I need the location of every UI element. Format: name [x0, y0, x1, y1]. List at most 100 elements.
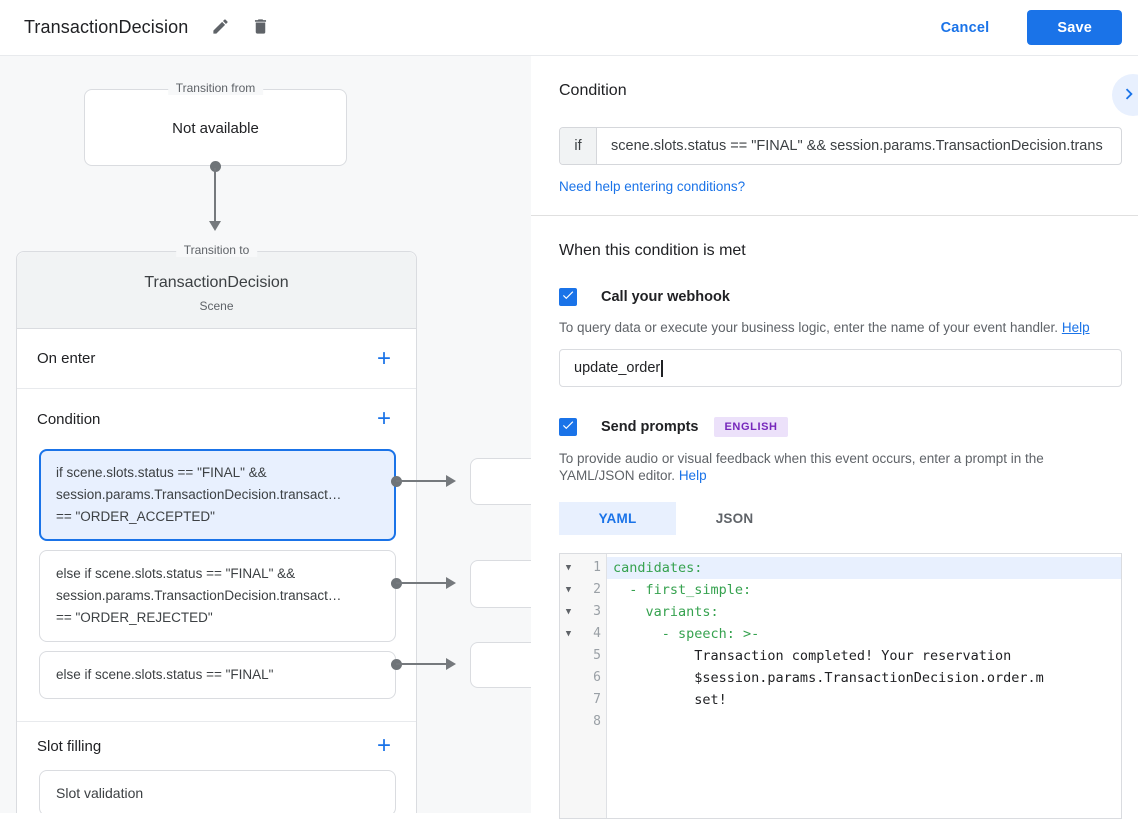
scene-flow-canvas: Transition from Not available Transition…	[0, 56, 531, 813]
line-number: 8	[593, 714, 601, 729]
condition-met-section: When this condition is met Call your web…	[531, 216, 1138, 819]
gutter-row: 3	[560, 601, 606, 623]
tab-json[interactable]: JSON	[676, 502, 793, 535]
checkmark-icon	[561, 288, 575, 307]
add-condition-button[interactable]: +	[372, 407, 396, 431]
prompts-helper-text: To provide audio or visual feedback when…	[559, 450, 1111, 484]
transition-arrowhead-icon	[209, 221, 221, 231]
condition-line: else if scene.slots.status == "FINAL" &&	[56, 566, 296, 581]
call-webhook-label: Call your webhook	[601, 289, 730, 305]
code-line: set!	[613, 692, 727, 708]
on-enter-label: On enter	[37, 350, 96, 367]
connector-line	[396, 480, 448, 482]
transition-target-box-1[interactable]	[470, 458, 531, 505]
slot-filling-section-header: Slot filling +	[17, 722, 416, 770]
transition-to-label: Transition to	[175, 243, 258, 257]
scene-card-header: TransactionDecision Scene	[17, 252, 416, 329]
editor-gutter: 1 2 3 4 5 6 7 8	[560, 554, 607, 818]
panel-condition-title: Condition	[559, 82, 627, 99]
condition-card-rejected[interactable]: else if scene.slots.status == "FINAL" &&…	[39, 550, 396, 642]
connector-line	[396, 663, 448, 665]
transition-target-box-3[interactable]	[470, 642, 531, 688]
condition-card-accepted[interactable]: if scene.slots.status == "FINAL" && sess…	[39, 449, 396, 541]
condition-expression-row: if scene.slots.status == "FINAL" && sess…	[559, 127, 1122, 165]
webhook-helper-body: To query data or execute your business l…	[559, 320, 1059, 335]
send-prompts-row: Send prompts ENGLISH	[559, 417, 1138, 437]
chevron-right-icon	[1118, 83, 1138, 108]
condition-expression-input[interactable]: scene.slots.status == "FINAL" && session…	[611, 138, 1103, 154]
text-caret	[661, 359, 663, 377]
prompts-helper-body: To provide audio or visual feedback when…	[559, 451, 1044, 483]
code-line	[607, 711, 1121, 733]
send-prompts-label: Send prompts	[601, 419, 699, 435]
trash-icon	[251, 17, 270, 39]
call-webhook-checkbox[interactable]	[559, 288, 577, 306]
code-line: $session.params.TransactionDecision.orde…	[613, 670, 1044, 686]
checkmark-icon	[561, 418, 575, 437]
line-number: 3	[593, 604, 601, 619]
conditions-help-link[interactable]: Need help entering conditions?	[559, 179, 746, 194]
transition-arrow-dot	[210, 161, 221, 172]
tab-yaml[interactable]: YAML	[559, 502, 676, 535]
webhook-help-link[interactable]: Help	[1061, 320, 1090, 335]
condition-section-label: Condition	[37, 410, 101, 428]
connector-arrowhead-icon	[446, 475, 456, 487]
cancel-button[interactable]: Cancel	[925, 12, 1006, 44]
connector-line	[396, 582, 448, 584]
panel-divider	[531, 215, 1138, 216]
condition-line: session.params.TransactionDecision.trans…	[56, 487, 342, 502]
add-slot-button[interactable]: +	[372, 734, 396, 758]
editor-code-area: candidates: - first_simple: variants: - …	[607, 554, 1121, 818]
prompts-help-link[interactable]: Help	[678, 468, 707, 483]
event-handler-value: update_order	[574, 360, 661, 376]
transition-target-box-2[interactable]	[470, 560, 531, 608]
condition-section-header: Condition +	[17, 389, 416, 449]
condition-line: session.params.TransactionDecision.trans…	[56, 588, 342, 603]
collapse-panel-button[interactable]	[1112, 74, 1138, 116]
if-prefix: if	[560, 128, 597, 164]
connector-arrowhead-icon	[446, 658, 456, 670]
gutter-row: 2	[560, 579, 606, 601]
condition-card-final[interactable]: else if scene.slots.status == "FINAL"	[39, 651, 396, 699]
gutter-row: 8	[560, 711, 606, 733]
delete-scene-button[interactable]	[242, 10, 278, 46]
yaml-editor[interactable]: 1 2 3 4 5 6 7 8 candidates: - first_simp…	[559, 553, 1122, 819]
code-line: - first_simple:	[613, 582, 752, 598]
slot-validation-card[interactable]: Slot validation	[39, 770, 396, 813]
line-number: 5	[593, 648, 601, 663]
transition-from-label: Transition from	[167, 81, 264, 95]
slot-filling-label: Slot filling	[37, 737, 102, 755]
scene-name: TransactionDecision	[144, 274, 289, 291]
gutter-row: 6	[560, 667, 606, 689]
editor-tabs: YAML JSON	[559, 502, 1138, 535]
condition-header-section: Condition if scene.slots.status == "FINA…	[531, 56, 1138, 196]
condition-line: == "ORDER_ACCEPTED"	[56, 509, 215, 524]
when-met-title: When this condition is met	[559, 242, 746, 259]
slot-validation-label: Slot validation	[56, 785, 144, 801]
line-number: 2	[593, 582, 601, 597]
add-on-enter-button[interactable]: +	[372, 346, 396, 371]
gutter-row: 7	[560, 689, 606, 711]
code-line: candidates:	[607, 557, 1121, 579]
fold-icon[interactable]	[560, 557, 577, 579]
condition-list: if scene.slots.status == "FINAL" && sess…	[17, 449, 416, 722]
scene-type: Scene	[199, 299, 234, 313]
send-prompts-checkbox[interactable]	[559, 418, 577, 436]
condition-editor-panel: Condition if scene.slots.status == "FINA…	[531, 56, 1138, 819]
event-handler-input[interactable]: update_order	[559, 349, 1122, 387]
save-button[interactable]: Save	[1027, 10, 1122, 45]
condition-line: else if scene.slots.status == "FINAL"	[56, 667, 274, 682]
gutter-row: 4	[560, 623, 606, 645]
line-number: 1	[593, 560, 601, 575]
condition-line: == "ORDER_REJECTED"	[56, 610, 213, 625]
fold-icon[interactable]	[560, 623, 577, 645]
code-line: Transaction completed! Your reservation	[613, 648, 1012, 664]
edit-title-button[interactable]	[202, 10, 238, 46]
fold-icon[interactable]	[560, 579, 577, 601]
code-line: - speech: >-	[613, 626, 760, 642]
line-number: 6	[593, 670, 601, 685]
pencil-icon	[211, 17, 230, 39]
transition-arrow-line	[214, 168, 216, 222]
fold-icon[interactable]	[560, 601, 577, 623]
code-line: variants:	[613, 604, 719, 620]
